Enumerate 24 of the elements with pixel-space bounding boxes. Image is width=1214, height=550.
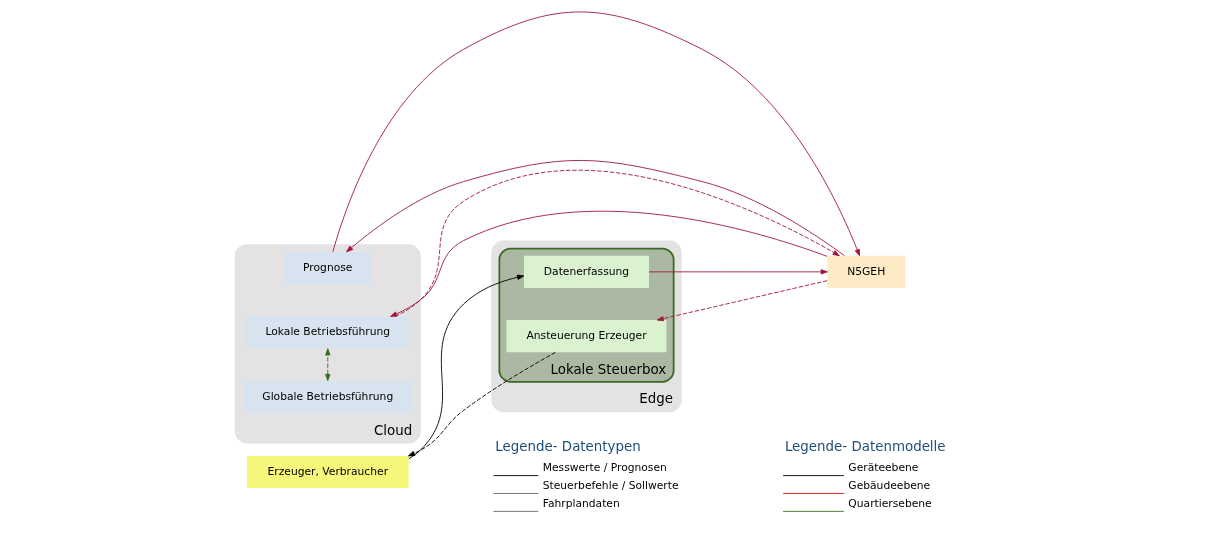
node-box: Erzeuger, Verbraucher bbox=[246, 455, 409, 489]
arrow bbox=[407, 351, 556, 457]
node-box: Globale Betriebsführung bbox=[242, 380, 413, 414]
arrow bbox=[648, 269, 828, 275]
node-box: Datenerfassung bbox=[523, 255, 649, 288]
arrow bbox=[345, 160, 845, 257]
legend-label: Quartiersebene bbox=[847, 496, 932, 510]
arrow bbox=[656, 280, 828, 322]
arrow bbox=[394, 170, 840, 317]
arrow bbox=[324, 348, 330, 382]
arrow bbox=[331, 11, 860, 257]
node-box: Prognose bbox=[283, 252, 372, 285]
node-box: Ansteuerung Erzeuger bbox=[506, 320, 666, 353]
legend-label: Messwerte / Prognosen bbox=[542, 460, 667, 474]
legend-label: Geräteebene bbox=[847, 460, 918, 474]
arrow bbox=[407, 274, 524, 460]
legend-label: Gebäudeebene bbox=[847, 478, 930, 492]
label: Legende- Datentypen bbox=[494, 439, 641, 455]
node-box: Lokale Betriebsführung bbox=[245, 316, 410, 349]
node-box: N5GEH bbox=[826, 255, 905, 288]
label: Legende- Datenmodelle bbox=[784, 439, 946, 455]
arrow bbox=[389, 210, 827, 317]
legend-label: Fahrplandaten bbox=[542, 496, 620, 510]
legend-label: Steuerbefehle / Sollwerte bbox=[542, 478, 679, 492]
